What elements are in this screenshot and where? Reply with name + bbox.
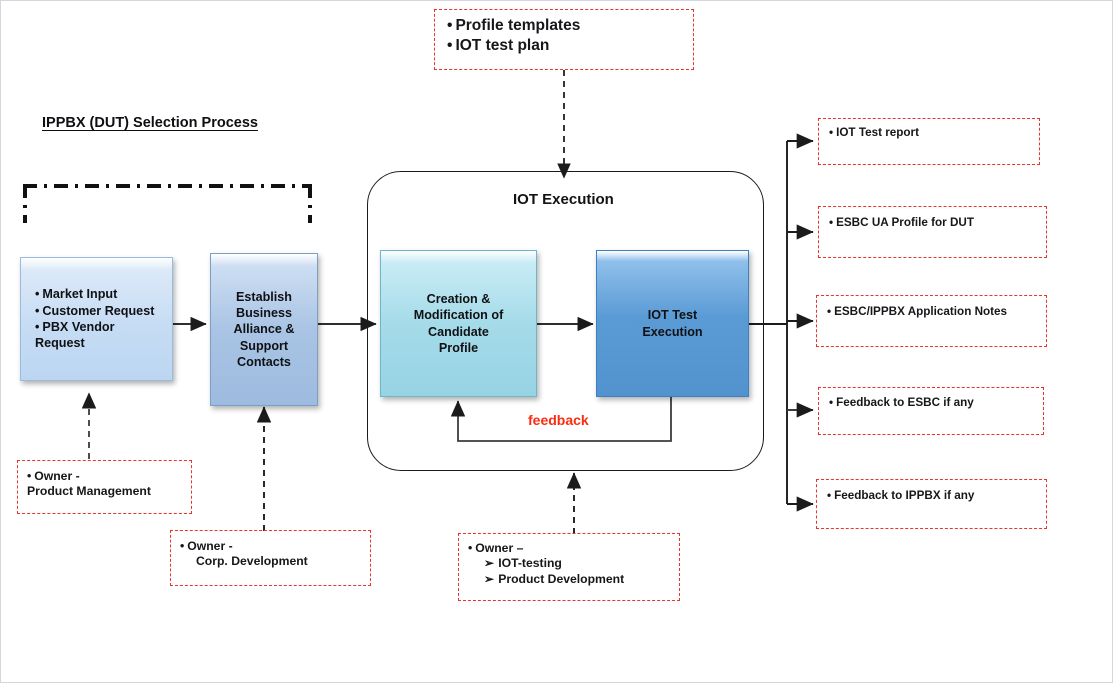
output-application-notes: ESBC/IPPBX Application Notes [816,295,1047,347]
iot-test-execution-box[interactable]: IOT Test Execution [596,250,749,397]
box-line: Establish [236,289,292,304]
owner-line: Corp. Development [196,554,308,569]
box-line: Alliance & [233,322,295,337]
output-label: Feedback to IPPBX if any [827,489,1046,504]
box-line: Customer Request [35,304,154,318]
output-label: Feedback to ESBC if any [829,396,1043,411]
output-iot-test-report: IOT Test report [818,118,1040,165]
box-line: Business [236,305,292,320]
iot-execution-title: IOT Execution [513,191,614,208]
output-label: IOT Test report [829,126,1039,141]
output-label: ESBC UA Profile for DUT [829,216,1046,231]
output-feedback-esbc: Feedback to ESBC if any [818,387,1044,435]
owner-corp-development: Owner - Corp. Development [170,530,371,586]
establish-business-box[interactable]: Establish Business Alliance & Support Co… [210,253,318,406]
output-label: ESBC/IPPBX Application Notes [827,305,1046,320]
owner-line: Product Management [27,484,151,499]
profile-templates-note: Profile templates IOT test plan [434,9,694,70]
owner-iot: Owner – IOT-testing Product Development [458,533,680,601]
owner-line: Owner - [27,469,191,484]
owner-line: Owner – [468,541,679,556]
iot-execution-container [367,171,764,471]
note-line: Profile templates [447,16,693,36]
note-line: IOT test plan [447,36,693,56]
feedback-label: feedback [528,412,589,428]
box-line: Modification of [413,308,504,323]
box-line: Execution [642,324,703,339]
owner-subline: Product Development [468,572,679,587]
box-line: Creation & [426,291,491,306]
market-input-box[interactable]: Market Input Customer Request PBX Vendor… [20,257,173,381]
owner-subline: IOT-testing [468,556,679,571]
output-esbc-ua-profile: ESBC UA Profile for DUT [818,206,1047,258]
box-line: PBX Vendor [35,320,115,334]
box-line: Market Input [35,287,117,301]
box-line: Candidate [428,324,489,339]
owner-line: Owner - [180,539,370,554]
box-line: Request [35,336,85,351]
output-feedback-ippbx: Feedback to IPPBX if any [816,479,1047,529]
box-line: Profile [438,340,479,355]
box-line: Contacts [237,355,291,370]
box-line: IOT Test [647,308,698,323]
owner-product-management: Owner - Product Management [17,460,192,514]
box-line: Support [239,338,289,353]
page-title: IPPBX (DUT) Selection Process [42,115,258,131]
candidate-profile-box[interactable]: Creation & Modification of Candidate Pro… [380,250,537,397]
